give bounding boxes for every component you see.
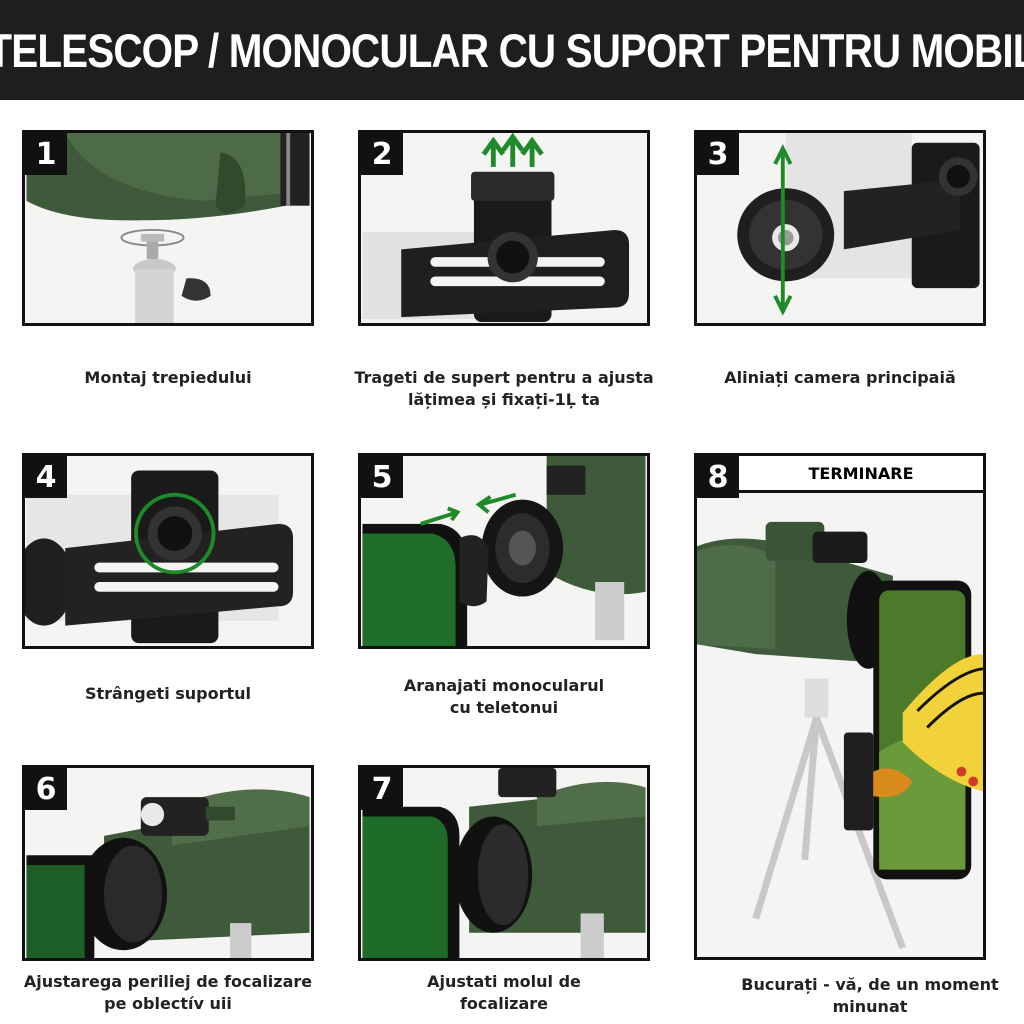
step-8-number: 8 [697, 456, 739, 498]
tighten-holder-illustration [25, 470, 294, 644]
step-7-number: 7 [361, 768, 403, 810]
step-3-panel: 3 [694, 130, 986, 326]
step-2-panel: 2 [358, 130, 650, 326]
step-4-number: 4 [25, 456, 67, 498]
step-4-panel: 4 [22, 453, 314, 649]
tripod-mount-illustration [26, 133, 310, 323]
finished-setup-illustration [697, 521, 983, 950]
focus-wheel-illustration [362, 768, 646, 958]
focus-ring-illustration [26, 789, 310, 958]
step-3-number: 3 [697, 133, 739, 175]
title-banner: TELESCOP / MONOCULAR CU SUPORT PENTRU MO… [0, 0, 1024, 100]
step-6-panel: 6 [22, 765, 314, 961]
step-6-number: 6 [25, 768, 67, 810]
step-1-caption: Montaj trepiedului [84, 368, 252, 387]
step-8-panel: 8 TERMINARE [694, 453, 986, 960]
step-2-number: 2 [361, 133, 403, 175]
step-5-number: 5 [361, 456, 403, 498]
page-title: TELESCOP / MONOCULAR CU SUPORT PENTRU MO… [0, 23, 1024, 77]
step-1-panel: 1 [22, 130, 314, 326]
step-7-caption: Ajustati molul de focalizare [427, 972, 581, 1013]
step-7-panel: 7 [358, 765, 650, 961]
step-6-caption: Ajustarega periliej de focalizare pe obl… [23, 972, 313, 1013]
step-2-caption: Trageti de supert pentru a ajusta lățime… [354, 368, 654, 409]
camera-align-illustration [737, 133, 980, 316]
holder-width-illustration [362, 133, 630, 323]
step-8-caption: Bucurați - vă, de un moment minunat [741, 975, 999, 1016]
step-5-panel: 5 [358, 453, 650, 649]
finish-header: TERMINARE [739, 456, 983, 493]
step-3-caption: Aliniați camera principaiă [724, 368, 956, 387]
step-5-caption: Aranajati monocularul cu teletonui [403, 676, 605, 717]
step-1-number: 1 [25, 133, 67, 175]
attach-phone-illustration [362, 456, 646, 646]
step-4-caption: Strângeti suportul [84, 684, 252, 703]
